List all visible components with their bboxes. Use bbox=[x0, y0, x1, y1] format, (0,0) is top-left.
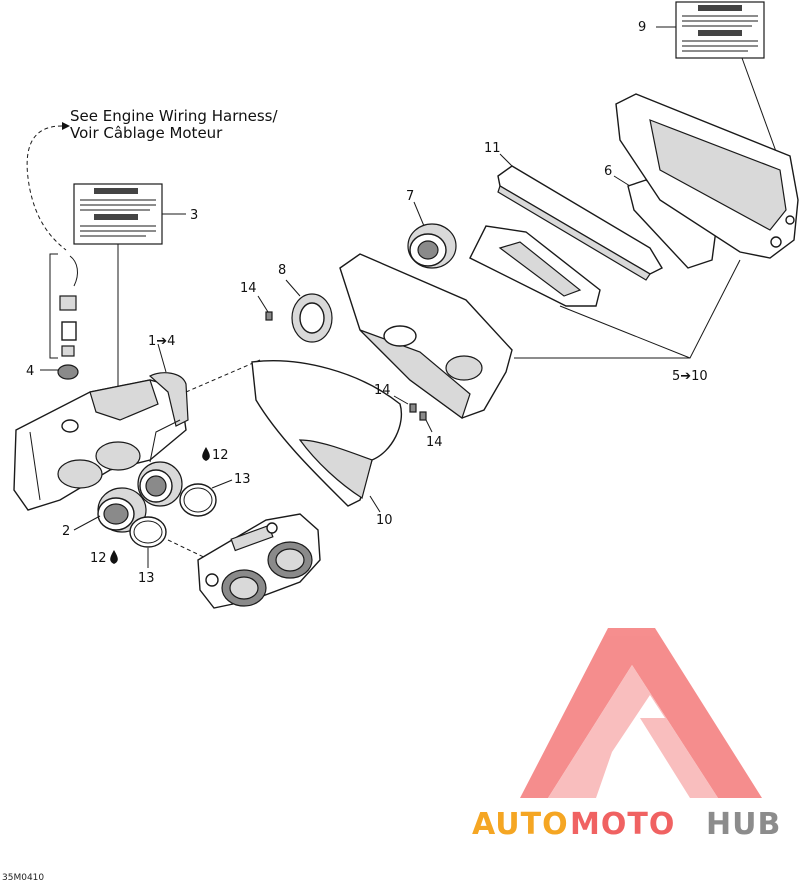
leader-10 bbox=[369, 495, 381, 513]
filter-tray bbox=[469, 225, 601, 307]
clamp-13a bbox=[179, 483, 217, 517]
leader-7 bbox=[413, 201, 425, 227]
wiring-connector bbox=[59, 255, 78, 357]
drop-icon-12a bbox=[202, 447, 210, 461]
callout-8: 8 bbox=[278, 263, 286, 278]
cover-10 bbox=[251, 360, 402, 507]
callout-13a: 13 bbox=[234, 472, 251, 487]
filter-panel-11 bbox=[497, 165, 663, 281]
callout-14b: 14 bbox=[374, 383, 391, 398]
callout-14a: 14 bbox=[240, 281, 257, 296]
callout-10: 10 bbox=[376, 513, 393, 528]
callout-2: 2 bbox=[62, 524, 70, 539]
callout-13b: 13 bbox=[138, 571, 155, 586]
callout-5to10: 5➔10 bbox=[672, 369, 708, 384]
leader-14a bbox=[257, 295, 269, 313]
watermark-text-hub: HUB bbox=[706, 807, 781, 842]
callout-7: 7 bbox=[406, 189, 414, 204]
caution-label-9 bbox=[675, 1, 765, 59]
leader-6 bbox=[613, 175, 631, 187]
watermark-triangle-icon bbox=[520, 628, 762, 798]
watermark-text-auto: AUTO bbox=[472, 807, 569, 842]
screw-14a bbox=[265, 311, 273, 321]
callout-11: 11 bbox=[484, 141, 501, 156]
note-line-1: See Engine Wiring Harness/ bbox=[70, 107, 278, 125]
rubber-coupler-2 bbox=[97, 487, 147, 533]
main-housing bbox=[339, 253, 513, 419]
throttle-body bbox=[197, 513, 321, 609]
clamp-13b bbox=[129, 516, 167, 548]
bracket-4 bbox=[49, 253, 58, 359]
drop-icon-12b bbox=[110, 550, 118, 564]
note-arrowhead-icon bbox=[62, 122, 70, 130]
leader-14c bbox=[425, 419, 433, 433]
callout-12b: 12 bbox=[90, 551, 107, 566]
note-line-2: Voir Câblage Moteur bbox=[70, 124, 223, 142]
leader-5to10-b bbox=[559, 305, 691, 359]
watermark-triangle-inner-icon bbox=[548, 665, 718, 798]
screw-14b bbox=[409, 403, 417, 413]
leader-14b bbox=[393, 395, 409, 405]
rubber-coupler-12 bbox=[137, 461, 183, 507]
leader-13a bbox=[211, 479, 233, 489]
leader-11 bbox=[499, 153, 513, 167]
callout-1to4: 1➔4 bbox=[148, 334, 175, 349]
callout-6: 6 bbox=[604, 164, 612, 179]
top-cover bbox=[615, 93, 799, 259]
grommet-4 bbox=[57, 364, 79, 380]
callout-4: 4 bbox=[26, 364, 34, 379]
callout-3: 3 bbox=[190, 208, 198, 223]
callout-14c: 14 bbox=[426, 435, 443, 450]
callout-9: 9 bbox=[638, 20, 646, 35]
adapter-7 bbox=[407, 223, 457, 269]
caution-label-3 bbox=[73, 183, 163, 245]
leader-2 bbox=[73, 515, 101, 531]
flow-line bbox=[185, 359, 261, 393]
leader-8 bbox=[285, 279, 301, 297]
note-leader bbox=[26, 125, 67, 251]
screw-14c bbox=[419, 411, 427, 421]
watermark-text-moto: MOTO bbox=[570, 807, 675, 842]
callout-12a: 12 bbox=[212, 448, 229, 463]
leader-1to4 bbox=[157, 343, 167, 373]
watermark-logo bbox=[520, 628, 762, 798]
drawing-code: 35M0410 bbox=[2, 873, 44, 883]
air-silencer-base bbox=[13, 372, 189, 511]
